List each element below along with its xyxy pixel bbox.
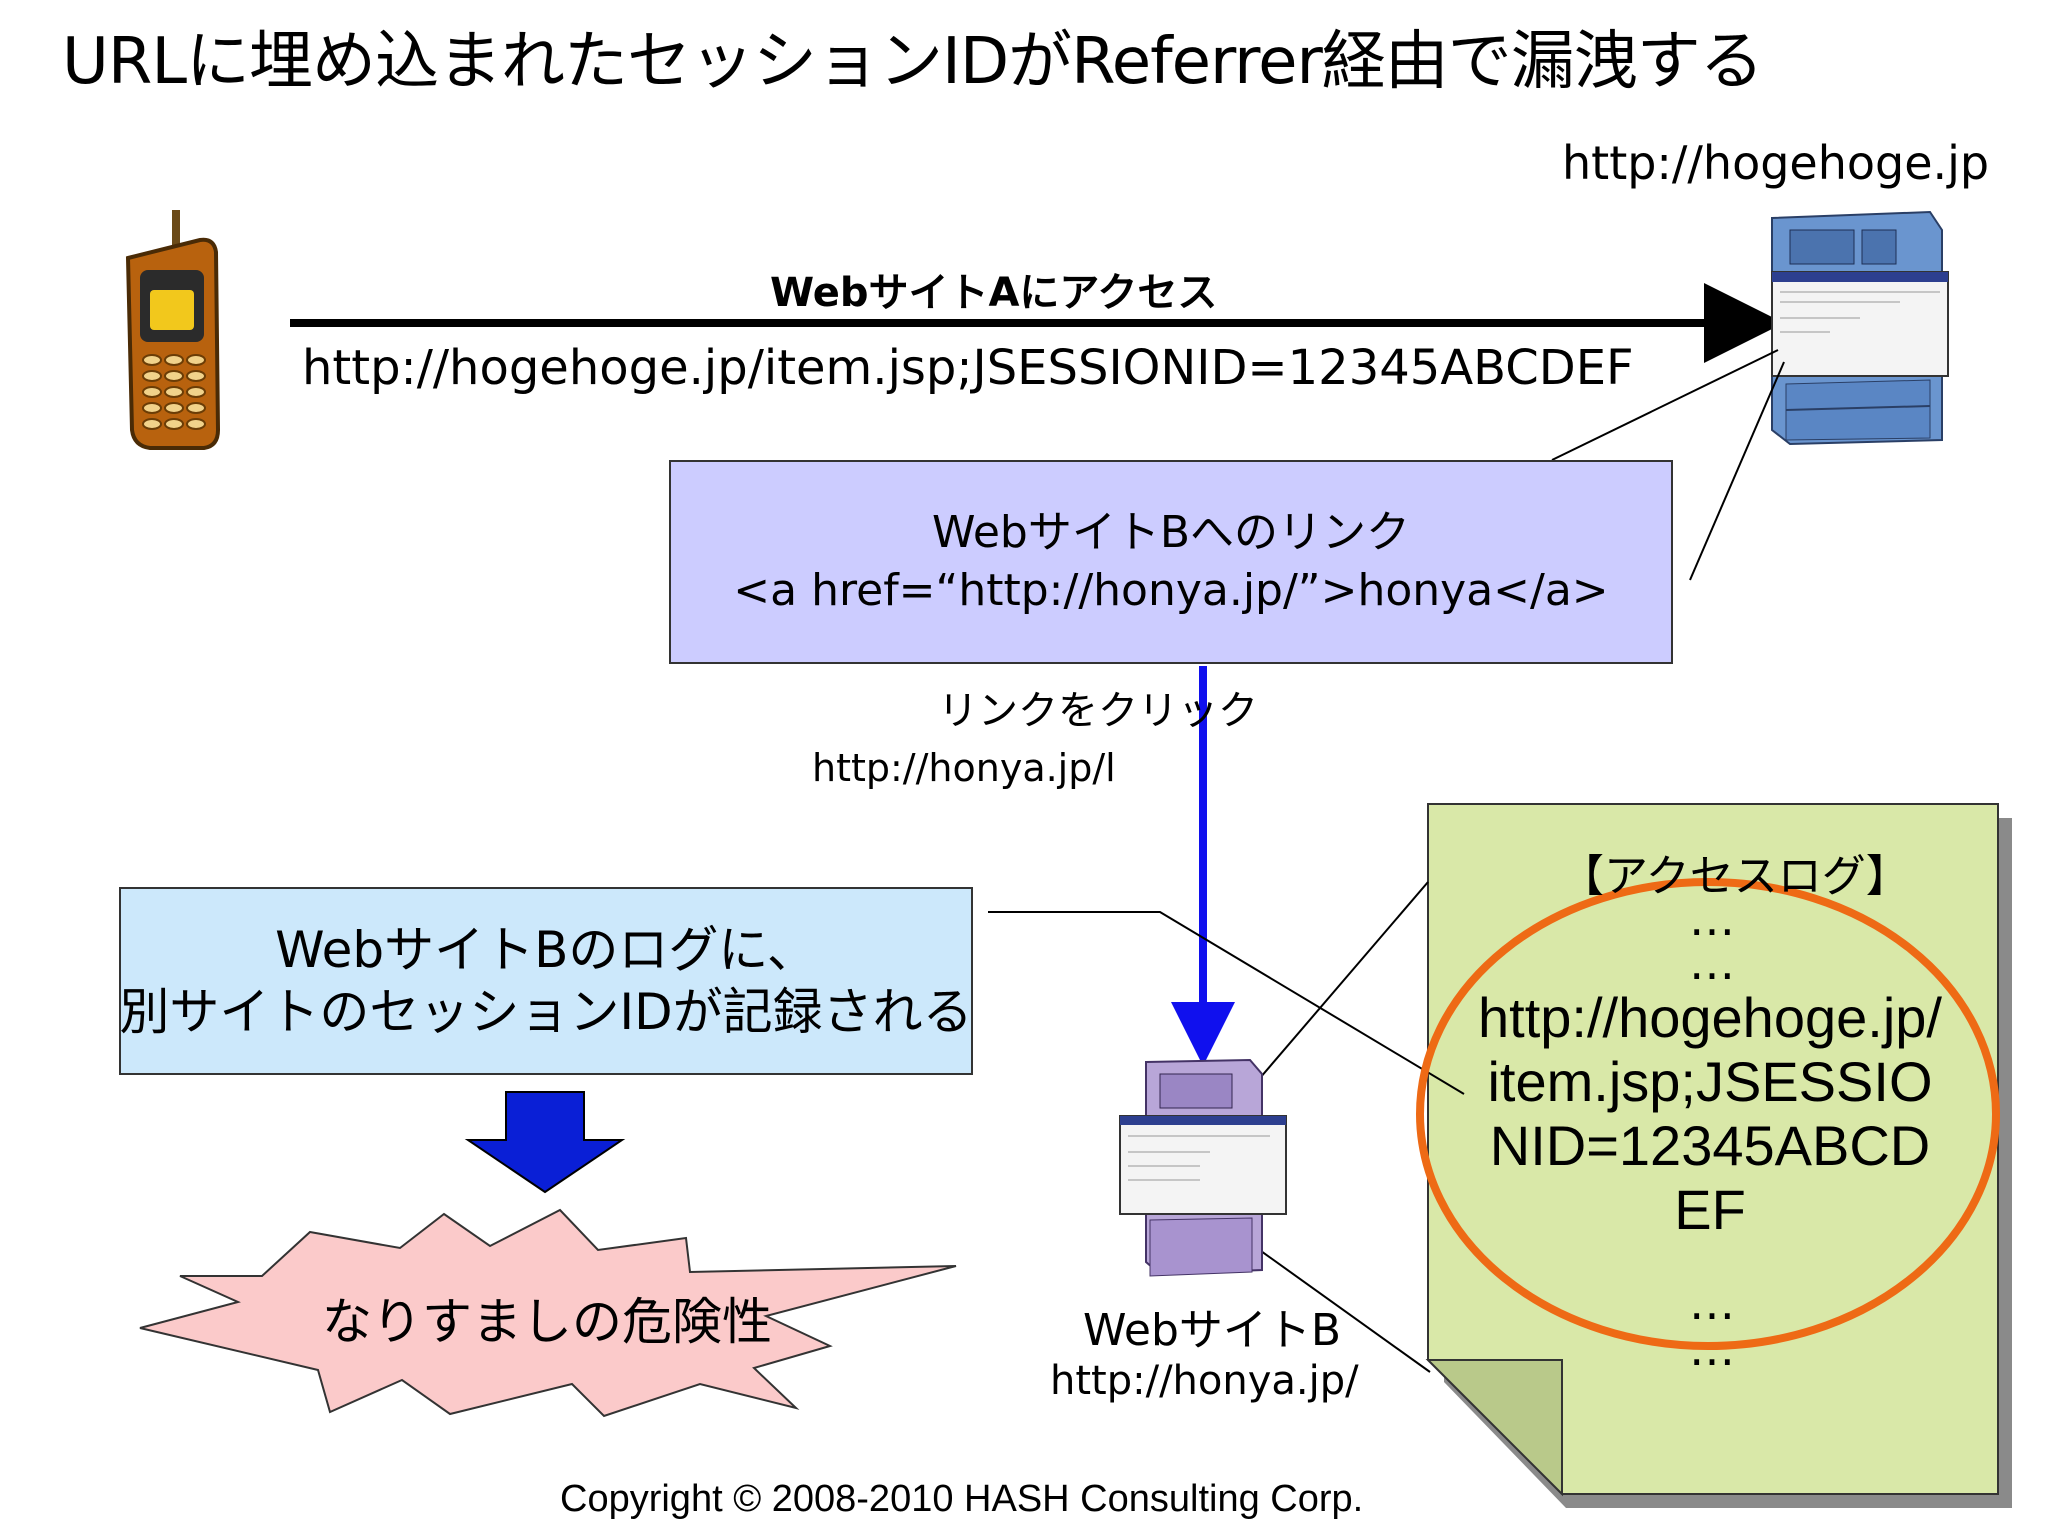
link-box-title: WebサイトBへのリンク — [931, 507, 1411, 558]
log-entry-line-3: NID=12345ABCD — [1489, 1114, 1931, 1177]
access-log-title: 【アクセスログ】 — [1560, 851, 1910, 902]
link-box-code: <a href=“http://honya.jp/”>honya</a> — [733, 565, 1609, 616]
page-title: URLに埋め込まれたセッションIDがReferrer経由で漏洩する — [62, 25, 1764, 99]
log-entry-line-2: item.jsp;JSESSIO — [1487, 1050, 1933, 1113]
log-note-box: WebサイトBのログに、 別サイトのセッションIDが記録される — [119, 887, 973, 1075]
mobile-phone-icon — [125, 210, 221, 450]
callout-line-b1 — [1259, 881, 1429, 1079]
log-entry-line-1: http://hogehoge.jp/ — [1478, 986, 1942, 1049]
callout-line-b2 — [1253, 1245, 1431, 1373]
log-ellipsis-3: … — [1689, 1276, 1735, 1330]
down-arrow-icon — [464, 1091, 626, 1194]
link-box: WebサイトBへのリンク <a href=“http://honya.jp/”>… — [669, 460, 1673, 664]
risk-starburst — [139, 1208, 957, 1418]
copyright: Copyright © 2008-2010 HASH Consulting Co… — [560, 1478, 1364, 1520]
log-note-line2: 別サイトのセッションIDが記録される — [119, 983, 973, 1041]
request-url: http://hogehoge.jp/item.jsp;JSESSIONID=1… — [302, 340, 1634, 396]
click-label: リンクをクリック — [938, 688, 1258, 734]
log-note-line1: WebサイトBのログに、 — [275, 921, 817, 979]
site-b-host: http://honya.jp/ — [1050, 1358, 1359, 1404]
highlight-ellipse — [1416, 878, 2000, 1350]
referer-url: http://honya.jp/l — [812, 746, 1116, 790]
callout-line-a1 — [1551, 349, 1779, 461]
log-ellipsis-1: … — [1689, 892, 1735, 946]
risk-label: なりすましの危険性 — [322, 1293, 772, 1351]
server-a-icon — [1771, 210, 1949, 446]
callout-line-a2 — [1689, 361, 1785, 581]
callout-line-log — [988, 911, 1465, 1095]
log-ellipsis-2: … — [1689, 936, 1735, 990]
site-b-name: WebサイトB — [1083, 1305, 1342, 1356]
log-ellipsis-4: … — [1689, 1322, 1735, 1376]
server-b-icon — [1119, 1058, 1287, 1277]
access-a-label: WebサイトAにアクセス — [770, 270, 1218, 316]
log-entry-line-4: EF — [1674, 1178, 1746, 1241]
site-a-host: http://hogehoge.jp — [1562, 136, 1990, 190]
